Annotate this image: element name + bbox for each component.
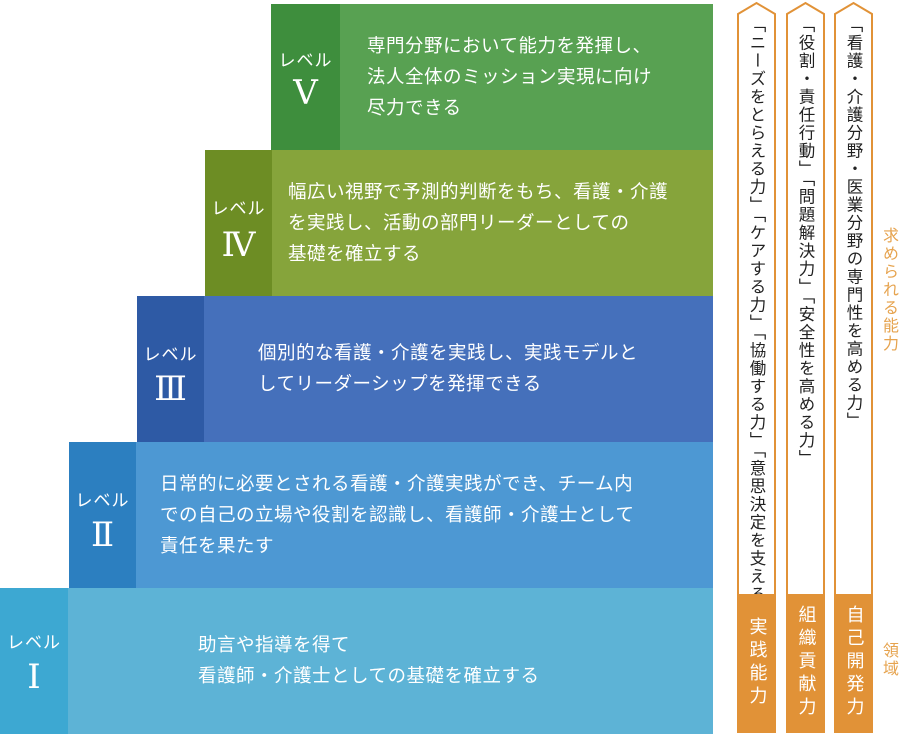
practice-ability-arrow: 「ニーズをとらえる力」「ケアする力」「協働する力」「意思決定を支える力」 実践能… bbox=[735, 0, 778, 734]
organizational-contribution-text: 「役割・責任行動」「問題解決力」「安全性を高める力」 bbox=[796, 16, 815, 468]
level-4-tab: レベル Ⅳ bbox=[205, 150, 272, 296]
practice-ability-text: 「ニーズをとらえる力」「ケアする力」「協働する力」「意思決定を支える力」 bbox=[747, 16, 766, 640]
level-5-line: 法人全体のミッション実現に向け bbox=[367, 66, 653, 88]
level-2-line: での自己の立場や役割を認識し、看護師・介護士として bbox=[160, 504, 635, 526]
level-4-numeral: Ⅳ bbox=[221, 225, 256, 265]
level-2-tab: レベル Ⅱ bbox=[69, 442, 136, 588]
arrow-outline-shape bbox=[834, 1, 873, 733]
self-development-text: 「看護・介護分野・医業分野の専門性を高める力」 bbox=[844, 16, 863, 430]
self-development-domain: 自己開発力 bbox=[836, 594, 871, 731]
level-1-label: レベル bbox=[7, 633, 61, 653]
required-abilities-label: 求められる能力 bbox=[880, 227, 899, 353]
level-5-line: 専門分野において能力を発揮し、 bbox=[367, 35, 652, 57]
level-4-line: を実践し、活動の部門リーダーとしての bbox=[288, 212, 630, 234]
level-5-numeral: Ⅴ bbox=[293, 73, 318, 113]
level-1-tab: レベル Ⅰ bbox=[0, 588, 68, 734]
organizational-contribution-domain: 組織貢献力 bbox=[788, 594, 823, 731]
level-5-description: 専門分野において能力を発揮し、 法人全体のミッション実現に向け 尽力できる bbox=[340, 4, 713, 150]
level-4-description: 幅広い視野で予測的判断をもち、看護・介護 を実践し、活動の部門リーダーとしての … bbox=[272, 150, 713, 296]
level-5-line: 尽力できる bbox=[367, 97, 462, 119]
practice-ability-domain: 実践能力 bbox=[739, 594, 774, 731]
level-1-line: 助言や指導を得て bbox=[198, 635, 351, 656]
level-2-numeral: Ⅱ bbox=[90, 515, 115, 555]
level-2-line: 責任を果たす bbox=[160, 535, 275, 557]
level-4-line: 幅広い視野で予測的判断をもち、看護・介護 bbox=[288, 181, 669, 203]
level-4-line: 基礎を確立する bbox=[288, 243, 422, 265]
level-5-tab: レベル Ⅴ bbox=[271, 4, 340, 150]
level-5-label: レベル bbox=[278, 51, 333, 71]
level-3-description: 個別的な看護・介護を実践し、実践モデルと してリーダーシップを発揮できる bbox=[204, 296, 713, 442]
level-3-tab: レベル Ⅲ bbox=[137, 296, 204, 442]
level-1-line: 看護師・介護士としての基礎を確立する bbox=[198, 666, 540, 687]
level-2-label: レベル bbox=[75, 491, 130, 511]
level-2-line: 日常的に必要とされる看護・介護実践ができ、チーム内 bbox=[160, 473, 634, 495]
level-1-description: 助言や指導を得て 看護師・介護士としての基礎を確立する bbox=[68, 588, 713, 734]
domain-label: 領域 bbox=[880, 642, 899, 678]
level-1-numeral: Ⅰ bbox=[27, 657, 41, 697]
arrow-outline-shape bbox=[737, 1, 776, 733]
level-3-line: してリーダーシップを発揮できる bbox=[258, 374, 542, 395]
level-2-description: 日常的に必要とされる看護・介護実践ができ、チーム内 での自己の立場や役割を認識し… bbox=[136, 442, 713, 588]
level-4-label: レベル bbox=[211, 199, 266, 219]
level-3-label: レベル bbox=[143, 345, 198, 365]
level-3-numeral: Ⅲ bbox=[154, 369, 187, 409]
organizational-contribution-arrow: 「役割・責任行動」「問題解決力」「安全性を高める力」 組織貢献力 bbox=[784, 0, 827, 734]
arrow-outline-shape bbox=[786, 1, 825, 733]
self-development-arrow: 「看護・介護分野・医業分野の専門性を高める力」 自己開発力 bbox=[832, 0, 875, 734]
level-3-line: 個別的な看護・介護を実践し、実践モデルと bbox=[258, 343, 639, 364]
